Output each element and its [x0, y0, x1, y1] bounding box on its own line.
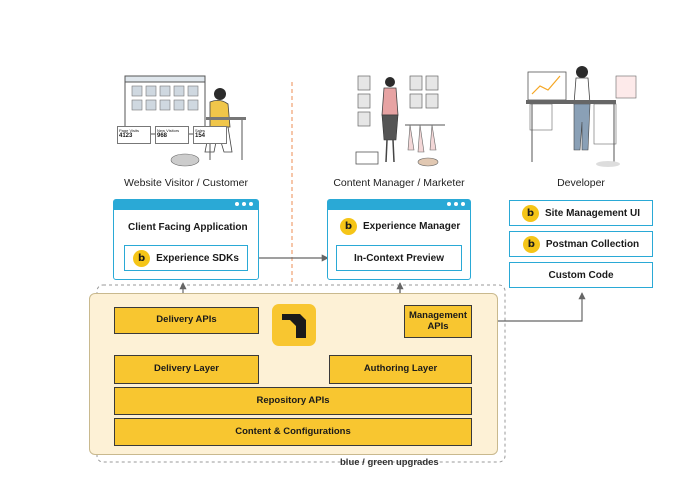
persona-developer-label: Developer — [557, 177, 605, 189]
persona-manager-label: Content Manager / Marketer — [333, 177, 465, 189]
stat-value: 968 — [157, 133, 168, 139]
stat-card: Sales 154 — [193, 126, 227, 144]
authoring-layer-box[interactable]: Authoring Layer — [329, 355, 472, 384]
postman-collection-box[interactable]: b Postman Collection — [509, 231, 653, 257]
window-dots — [447, 202, 465, 206]
b-logo-icon: b — [133, 249, 151, 267]
custom-code-label: Custom Code — [548, 269, 614, 281]
custom-code-box[interactable]: Custom Code — [509, 262, 653, 288]
developer-illustration — [526, 66, 637, 167]
b-logo-icon: b — [340, 218, 357, 235]
stats-panel: Page Visits 4123 New Visitors 968 Sales … — [117, 126, 227, 144]
stat-card: New Visitors 968 — [155, 126, 189, 144]
site-management-ui-label: Site Management UI — [544, 207, 641, 219]
persona-visitor-label: Website Visitor / Customer — [124, 177, 248, 189]
site-management-ui-box[interactable]: b Site Management UI — [509, 200, 653, 226]
delivery-apis-box[interactable]: Delivery APIs — [114, 307, 259, 334]
experience-sdks-label: Experience SDKs — [156, 252, 239, 264]
stat-value: 154 — [195, 133, 206, 139]
client-app-title: Client Facing Application — [128, 222, 248, 233]
b-logo-icon: b — [521, 204, 539, 222]
visitor-illustration — [124, 75, 246, 167]
experience-manager-title: b Experience Manager — [340, 218, 460, 235]
delivery-layer-box[interactable]: Delivery Layer — [114, 355, 259, 384]
stat-label: Page Visits — [119, 128, 139, 133]
stat-label: New Visitors — [157, 128, 180, 133]
postman-collection-label: Postman Collection — [545, 238, 640, 250]
brand-logo-icon — [272, 304, 316, 346]
manager-illustration — [355, 75, 445, 167]
stat-card: Page Visits 4123 — [117, 126, 151, 144]
in-context-preview-box[interactable]: In-Context Preview — [336, 245, 462, 271]
experience-manager-label: Experience Manager — [363, 221, 461, 232]
b-logo-icon: b — [522, 235, 540, 253]
blue-green-upgrades-label: blue / green upgrades — [340, 457, 439, 468]
experience-sdks-box[interactable]: b Experience SDKs — [124, 245, 248, 271]
stat-value: 4123 — [119, 133, 133, 139]
experience-manager-card: b Experience Manager In-Context Preview — [327, 199, 471, 280]
repository-apis-box[interactable]: Repository APIs — [114, 387, 472, 415]
management-apis-box[interactable]: Management APIs — [404, 305, 472, 338]
card-header — [328, 200, 470, 210]
stat-label: Sales — [195, 128, 206, 133]
content-configurations-box[interactable]: Content & Configurations — [114, 418, 472, 446]
in-context-preview-label: In-Context Preview — [353, 252, 445, 264]
card-header — [114, 200, 258, 210]
client-app-card: Client Facing Application b Experience S… — [113, 199, 259, 280]
window-dots — [235, 202, 253, 206]
